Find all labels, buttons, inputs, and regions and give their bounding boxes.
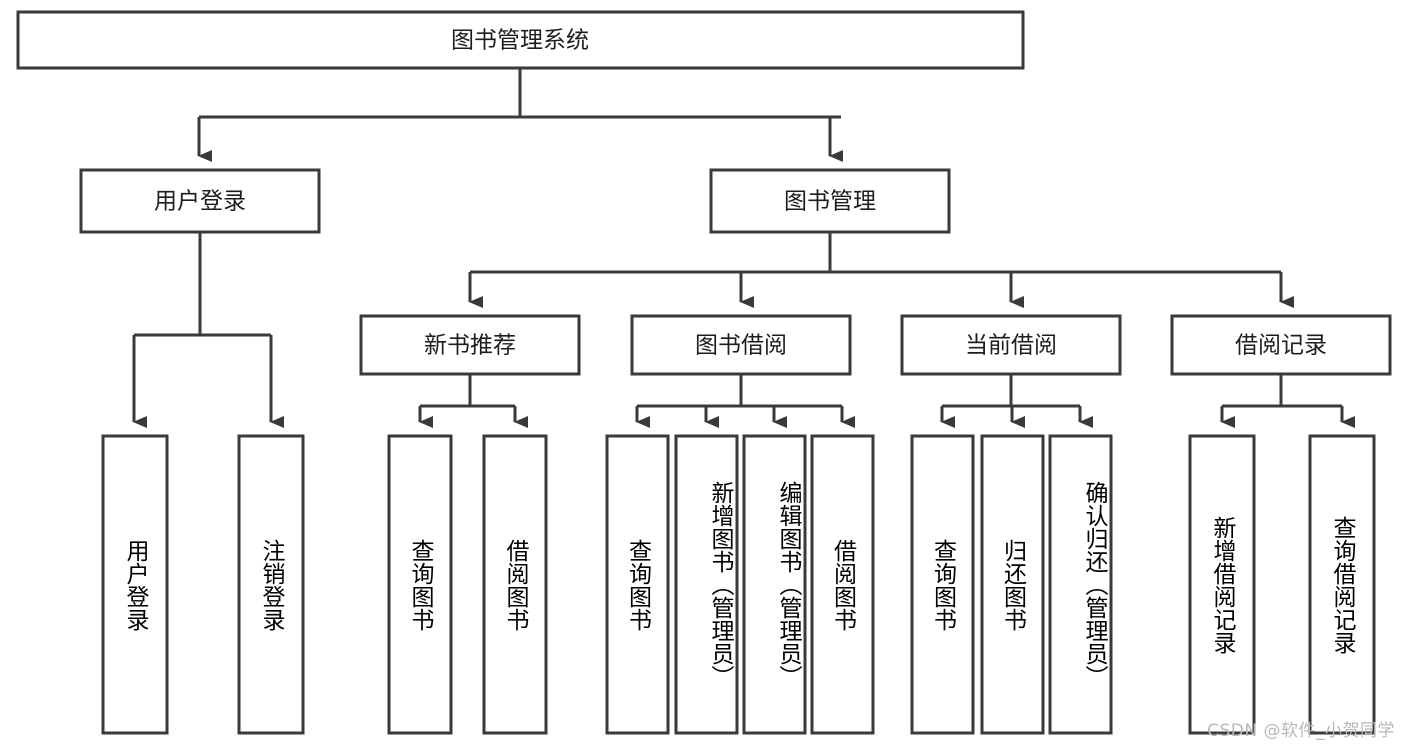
- node-new-book-recommend-rect: [359, 314, 581, 376]
- leaf-label-logout: 注销登录: [258, 538, 284, 631]
- connector-group-borrow-record: [1220, 374, 1355, 428]
- node-borrow-record-rect: [1170, 314, 1392, 376]
- leaf-rect-confirm-return-admin[interactable]: [1048, 434, 1113, 735]
- leaf-rect-borrow-book[interactable]: [810, 434, 875, 735]
- leaf-rect-group: [101, 434, 1376, 735]
- connector-group-book-management: [468, 232, 1294, 308]
- leaf-label-borrow-book-recommend: 借阅图书: [502, 538, 528, 631]
- leaf-rect-logout[interactable]: [237, 434, 305, 735]
- node-root-system-rect: [16, 10, 1025, 70]
- node-root-system-label: 图书管理系统: [451, 28, 589, 54]
- leaf-rect-add-borrow-record[interactable]: [1188, 434, 1256, 735]
- node-user-login-label: 用户登录: [154, 189, 246, 215]
- connector-group-user-login: [132, 232, 284, 428]
- leaf-label-return-book: 归还图书: [999, 538, 1026, 631]
- node-book-management-label: 图书管理: [784, 189, 876, 215]
- leaf-label-confirm-return-admin: 确认归还（管理员）: [1081, 481, 1107, 688]
- leaf-label-add-book-admin: 新增图书（管理员）: [707, 481, 733, 688]
- leaf-rect-add-book-admin[interactable]: [674, 434, 739, 735]
- leaf-label-query-book-borrow: 查询图书: [624, 538, 651, 631]
- node-book-borrow-label: 图书借阅: [695, 333, 787, 359]
- leaf-label-query-book-current: 查询图书: [929, 538, 956, 631]
- leaf-label-user-login: 用户登录: [122, 538, 148, 631]
- leaf-rect-query-book-borrow[interactable]: [605, 434, 670, 735]
- connector-group-new-book-recommend: [418, 374, 528, 428]
- connector-group-book-borrow: [635, 374, 855, 428]
- leaf-label-add-borrow-record: 新增借阅记录: [1209, 515, 1235, 654]
- leaf-rect-query-book-current[interactable]: [910, 434, 975, 735]
- node-borrow-record[interactable]: 借阅记录: [1170, 314, 1392, 376]
- connector-group-current-borrow: [940, 374, 1093, 428]
- csdn-watermark: CSDN @软件_小贺同学: [1207, 721, 1395, 741]
- leaf-label-edit-book-admin: 编辑图书（管理员）: [775, 481, 801, 688]
- leaf-rect-borrow-book-recommend[interactable]: [482, 434, 548, 735]
- leaf-rect-return-book[interactable]: [980, 434, 1045, 735]
- leaf-rect-query-borrow-record[interactable]: [1308, 434, 1376, 735]
- node-user-login-rect: [79, 168, 321, 234]
- leaf-rect-query-book-recommend[interactable]: [387, 434, 453, 735]
- node-book-borrow-rect: [630, 314, 852, 376]
- node-current-borrow-label: 当前借阅: [965, 333, 1057, 359]
- node-book-management-rect: [709, 168, 951, 234]
- node-root-system[interactable]: 图书管理系统: [16, 10, 1025, 70]
- node-current-borrow-rect: [900, 314, 1122, 376]
- leaf-rect-user-login[interactable]: [101, 434, 169, 735]
- node-book-borrow[interactable]: 图书借阅: [630, 314, 852, 376]
- connector-group-root: [197, 68, 843, 162]
- node-new-book-recommend[interactable]: 新书推荐: [359, 314, 581, 376]
- node-borrow-record-label: 借阅记录: [1235, 333, 1327, 359]
- node-new-book-recommend-label: 新书推荐: [424, 333, 516, 359]
- leaf-label-borrow-book: 借阅图书: [829, 538, 856, 631]
- node-book-management[interactable]: 图书管理: [709, 168, 951, 234]
- leaf-rect-edit-book-admin[interactable]: [742, 434, 807, 735]
- node-current-borrow[interactable]: 当前借阅: [900, 314, 1122, 376]
- leaf-label-query-borrow-record: 查询借阅记录: [1329, 515, 1355, 654]
- leaf-label-query-book-recommend: 查询图书: [407, 538, 433, 631]
- node-user-login[interactable]: 用户登录: [79, 168, 321, 234]
